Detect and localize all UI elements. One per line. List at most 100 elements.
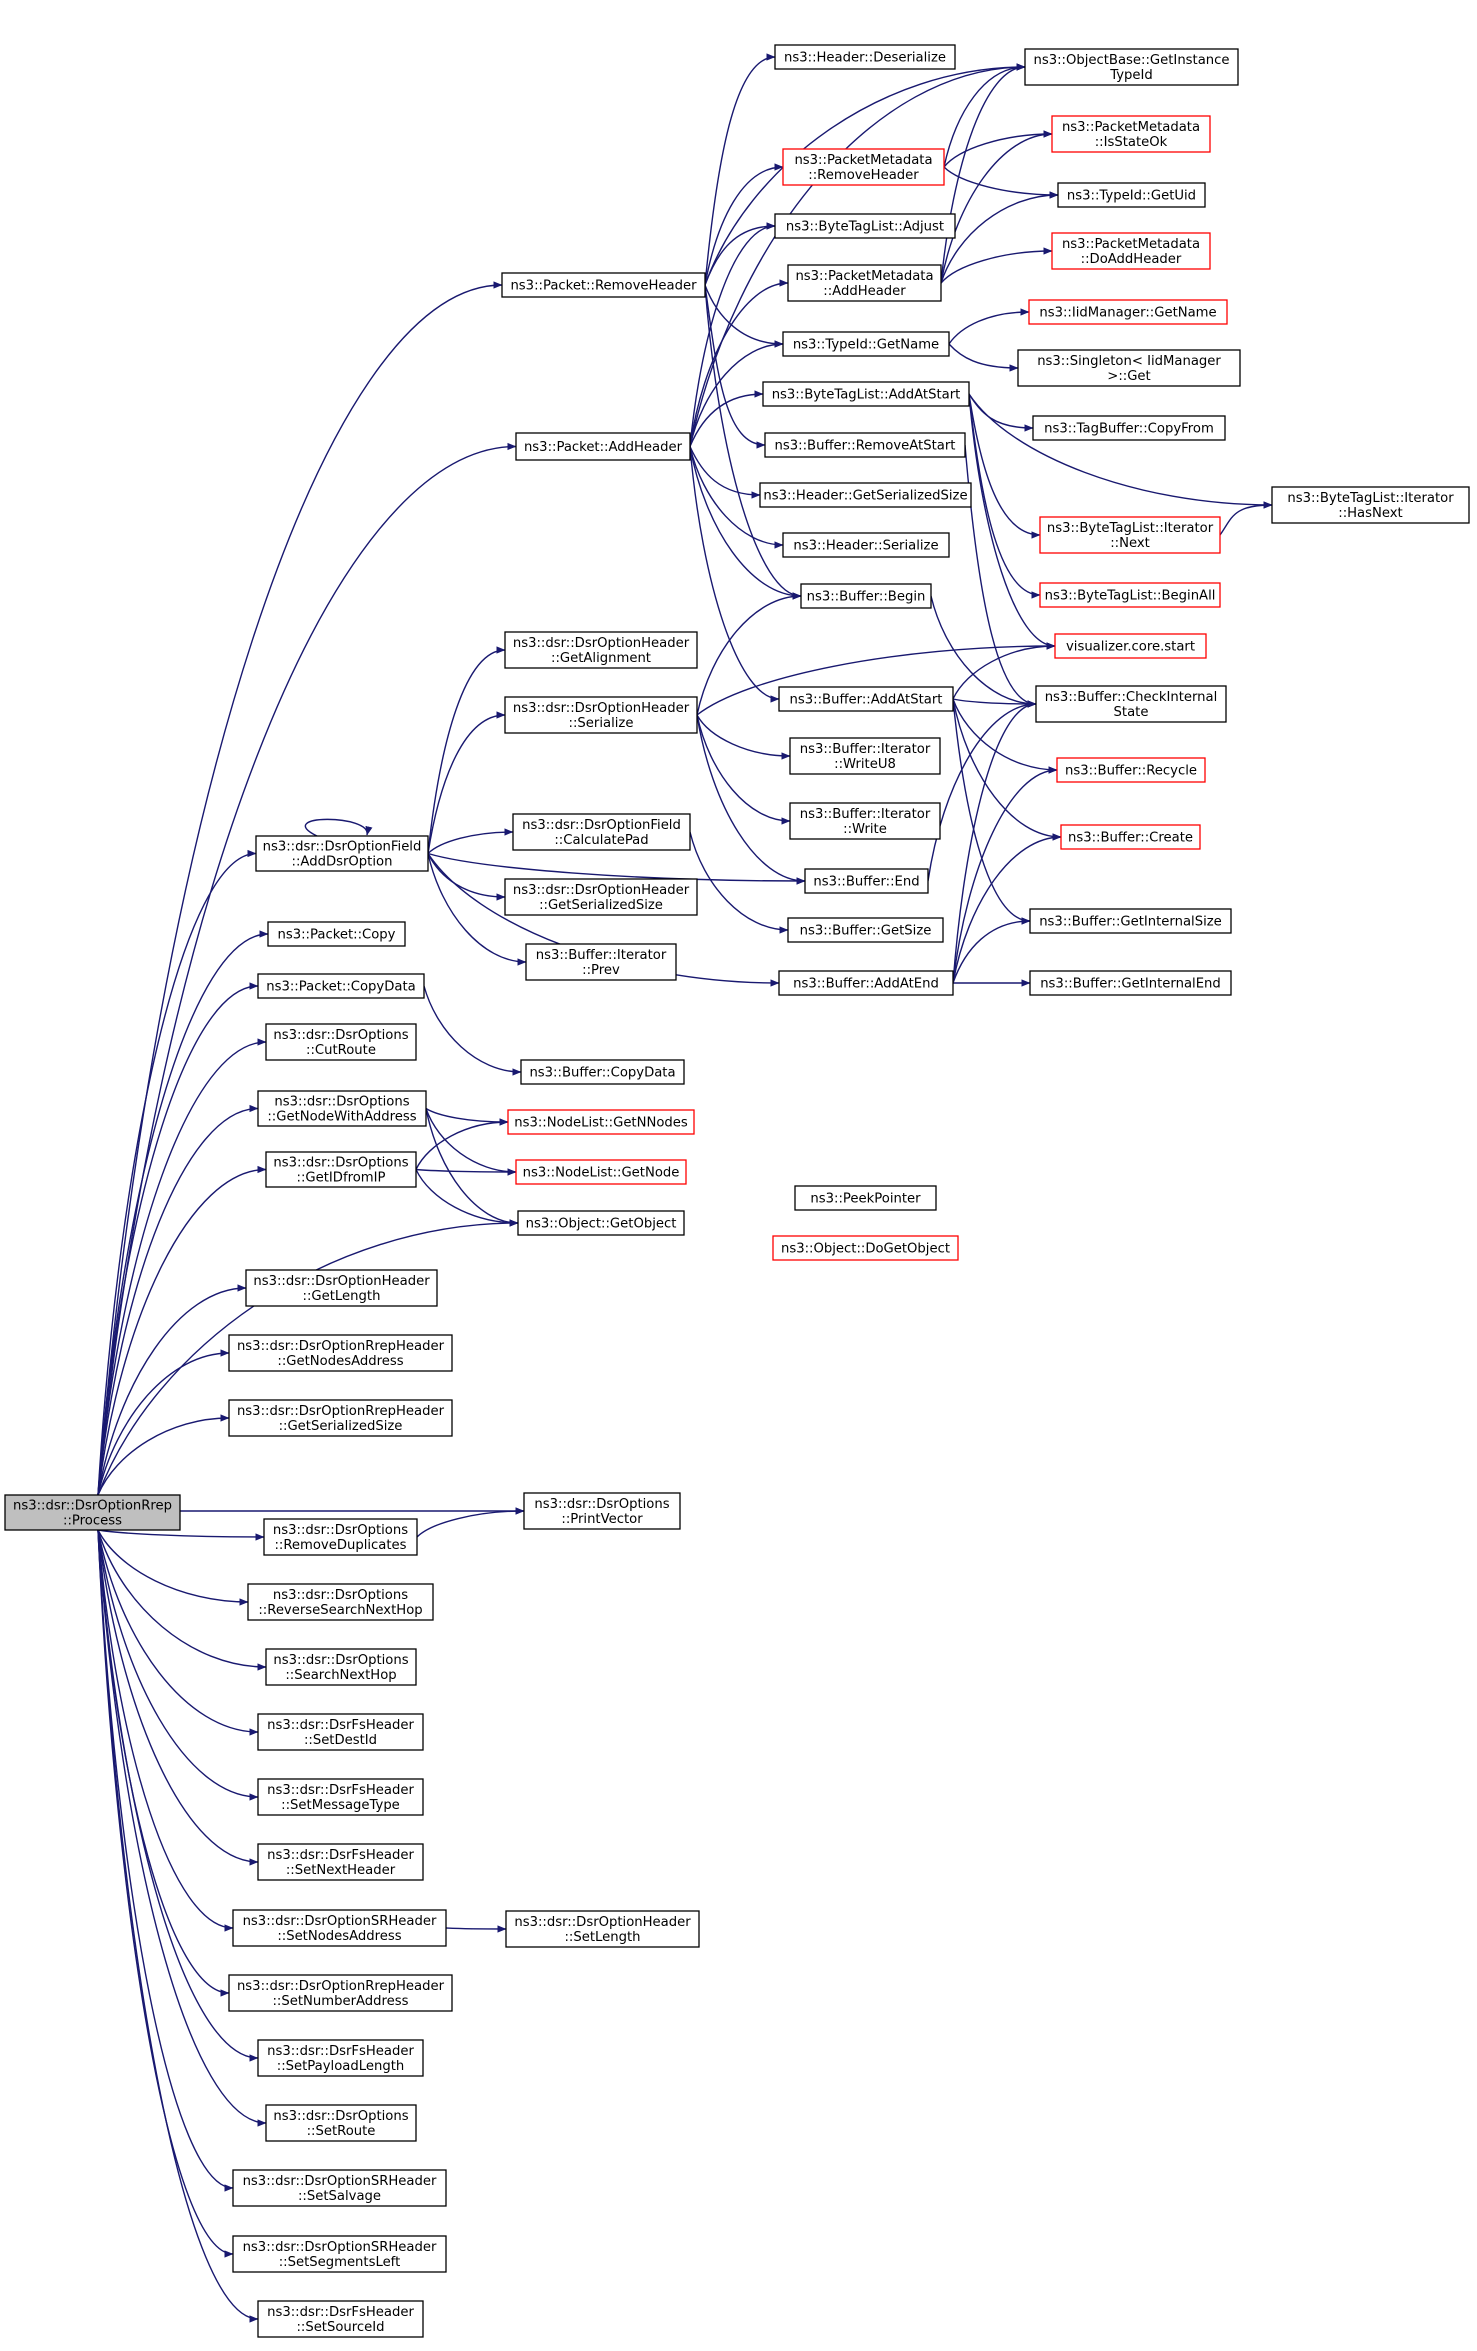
node-setSourceId[interactable]: ns3::dsr::DsrFsHeader::SetSourceId (257, 2300, 424, 2338)
node-bufAddAtEnd[interactable]: ns3::Buffer::AddAtEnd (778, 970, 954, 996)
node-pkt_copy[interactable]: ns3::Packet::Copy (267, 921, 406, 947)
node-getNodesAddress[interactable]: ns3::dsr::DsrOptionRrepHeader::GetNodesA… (228, 1334, 453, 1372)
node-objDoGetObject[interactable]: ns3::Object::DoGetObject (772, 1235, 959, 1261)
node-addDsrOption[interactable]: ns3::dsr::DsrOptionField::AddDsrOption (255, 835, 429, 872)
node-cutRoute[interactable]: ns3::dsr::DsrOptions::CutRoute (265, 1023, 417, 1061)
node-label-line: ::SetNumberAddress (272, 1994, 408, 2009)
node-setLength[interactable]: ns3::dsr::DsrOptionHeader::SetLength (505, 1910, 700, 1948)
node-vizStart[interactable]: visualizer.core.start (1054, 633, 1207, 659)
node-iidGetName[interactable]: ns3::IidManager::GetName (1028, 299, 1228, 325)
node-bufGetSize[interactable]: ns3::Buffer::GetSize (787, 917, 944, 943)
node-label-line: ns3::dsr::DsrOptions (273, 1523, 408, 1538)
edge-addDsrOption-to-dsrHdrSerialize (427, 711, 506, 854)
node-label-line: ns3::ByteTagList::Iterator (1287, 491, 1454, 506)
node-setMessageType[interactable]: ns3::dsr::DsrFsHeader::SetMessageType (257, 1778, 424, 1816)
node-bufCopyData[interactable]: ns3::Buffer::CopyData (520, 1059, 685, 1085)
node-searchNextHop[interactable]: ns3::dsr::DsrOptions::SearchNextHop (265, 1648, 417, 1686)
node-printVector[interactable]: ns3::dsr::DsrOptions::PrintVector (523, 1492, 681, 1530)
node-btlIterNext[interactable]: ns3::ByteTagList::Iterator::Next (1039, 516, 1221, 554)
node-btlIterHasNext[interactable]: ns3::ByteTagList::Iterator::HasNext (1271, 486, 1470, 524)
node-label-line: ::AddDsrOption (292, 855, 393, 870)
node-tagBufCopyFrom[interactable]: ns3::TagBuffer::CopyFrom (1032, 415, 1226, 441)
node-setNextHeader[interactable]: ns3::dsr::DsrFsHeader::SetNextHeader (257, 1843, 424, 1881)
node-bufRecycle[interactable]: ns3::Buffer::Recycle (1056, 757, 1206, 783)
node-box (525, 943, 677, 981)
node-bufBegin[interactable]: ns3::Buffer::Begin (800, 583, 932, 609)
node-bufIterWriteU8[interactable]: ns3::Buffer::Iterator::WriteU8 (789, 737, 941, 775)
node-btlAddAtStart[interactable]: ns3::ByteTagList::AddAtStart (762, 381, 970, 407)
node-box (787, 917, 944, 943)
node-setPayloadLength[interactable]: ns3::dsr::DsrFsHeader::SetPayloadLength (257, 2039, 424, 2077)
node-dsrHdrSerialize[interactable]: ns3::dsr::DsrOptionHeader::Serialize (504, 696, 698, 734)
node-nlGetNNodes[interactable]: ns3::NodeList::GetNNodes (507, 1109, 695, 1135)
node-reverseSearch[interactable]: ns3::dsr::DsrOptions::ReverseSearchNextH… (247, 1583, 434, 1621)
node-label-line: ns3::Packet::RemoveHeader (510, 279, 697, 294)
edge-btlAddAtStart-to-btlIterHasNext (968, 393, 1273, 509)
node-pmIsStateOk[interactable]: ns3::PacketMetadata::IsStateOk (1051, 115, 1211, 153)
node-removeDup[interactable]: ns3::dsr::DsrOptions::RemoveDuplicates (263, 1518, 418, 1556)
node-pmAddHeader[interactable]: ns3::PacketMetadata::AddHeader (787, 264, 942, 302)
node-label-line: ns3::dsr::DsrOptions (273, 1156, 408, 1171)
node-bufCreate[interactable]: ns3::Buffer::Create (1060, 824, 1201, 850)
node-pkt_removeheader[interactable]: ns3::Packet::RemoveHeader (501, 272, 706, 298)
node-label-line: ns3::dsr::DsrOptionField (263, 840, 422, 855)
node-nlGetNode[interactable]: ns3::NodeList::GetNode (515, 1159, 687, 1185)
node-hdrDeserialize[interactable]: ns3::Header::Deserialize (774, 44, 956, 70)
node-typeIdGetUid[interactable]: ns3::TypeId::GetUid (1057, 182, 1206, 208)
edge-pkt_removeheader-to-bufBegin (704, 284, 802, 600)
node-calcPad[interactable]: ns3::dsr::DsrOptionField::CalculatePad (512, 813, 691, 851)
node-getNodeWithAddr[interactable]: ns3::dsr::DsrOptions::GetNodeWithAddress (257, 1090, 427, 1127)
node-bufEnd[interactable]: ns3::Buffer::End (804, 868, 929, 894)
node-getLength[interactable]: ns3::dsr::DsrOptionHeader::GetLength (245, 1269, 438, 1307)
node-getIDfromIP[interactable]: ns3::dsr::DsrOptions::GetIDfromIP (265, 1151, 417, 1188)
node-pkt_addheader[interactable]: ns3::Packet::AddHeader (515, 432, 691, 461)
node-setDestId[interactable]: ns3::dsr::DsrFsHeader::SetDestId (257, 1713, 424, 1751)
node-hdrSerialize[interactable]: ns3::Header::Serialize (782, 532, 950, 558)
node-setNumberAddress[interactable]: ns3::dsr::DsrOptionRrepHeader::SetNumber… (228, 1974, 453, 2012)
node-label-line: ns3::NodeList::GetNode (523, 1166, 680, 1181)
node-setRoute[interactable]: ns3::dsr::DsrOptions::SetRoute (265, 2104, 417, 2142)
node-setNodesAddress[interactable]: ns3::dsr::DsrOptionSRHeader::SetNodesAdd… (232, 1909, 447, 1947)
node-label-line: ns3::dsr::DsrOptionHeader (513, 701, 690, 716)
node-bufAddAtStart[interactable]: ns3::Buffer::AddAtStart (778, 686, 954, 712)
node-bufGetInternalSize[interactable]: ns3::Buffer::GetInternalSize (1029, 908, 1232, 934)
node-objGetObject[interactable]: ns3::Object::GetObject (517, 1210, 685, 1236)
node-singletonGet[interactable]: ns3::Singleton< IidManager>::Get (1017, 349, 1241, 387)
node-pkt_copydata[interactable]: ns3::Packet::CopyData (257, 973, 425, 999)
node-btlAdjust[interactable]: ns3::ByteTagList::Adjust (774, 213, 956, 239)
node-rrepGetSerSize[interactable]: ns3::dsr::DsrOptionRrepHeader::GetSerial… (228, 1399, 453, 1437)
edge-btlAddAtStart-to-btlBeginAll (968, 393, 1041, 599)
node-pmRemoveHeader[interactable]: ns3::PacketMetadata::RemoveHeader (782, 148, 945, 186)
node-dsrHdrGetAlign[interactable]: ns3::dsr::DsrOptionHeader::GetAlignment (504, 631, 698, 669)
node-setSalvage[interactable]: ns3::dsr::DsrOptionSRHeader::SetSalvage (232, 2169, 447, 2207)
node-bufGetInternalEnd[interactable]: ns3::Buffer::GetInternalEnd (1029, 970, 1232, 996)
node-label-line: ns3::Buffer::GetSize (800, 924, 932, 939)
node-box (265, 1648, 417, 1686)
node-typeIdGetName[interactable]: ns3::TypeId::GetName (782, 331, 950, 357)
node-setSegmentsLeft[interactable]: ns3::dsr::DsrOptionSRHeader::SetSegments… (232, 2235, 447, 2273)
node-peekPointer[interactable]: ns3::PeekPointer (794, 1185, 937, 1211)
edge-btlAddAtStart-to-vizStart (968, 393, 1056, 650)
node-label-line: ::PrintVector (561, 1512, 643, 1527)
node-box (257, 973, 425, 999)
node-hdrGetSerSize[interactable]: ns3::Header::GetSerializedSize (759, 482, 972, 508)
node-bufIterPrev[interactable]: ns3::Buffer::Iterator::Prev (525, 943, 677, 981)
edge-pkt_removeheader-to-hdrDeserialize (704, 53, 776, 286)
node-dsrHdrGetSerSize[interactable]: ns3::dsr::DsrOptionHeader::GetSerialized… (504, 878, 698, 916)
edge-root-to-searchNextHop (97, 1529, 267, 1671)
node-btlBeginAll[interactable]: ns3::ByteTagList::BeginAll (1039, 582, 1221, 608)
node-label-line: ns3::TypeId::GetName (793, 338, 939, 353)
node-box (228, 1399, 453, 1437)
node-label-line: ns3::dsr::DsrOptions (273, 2109, 408, 2124)
edge-getNodeWithAddr-to-objGetObject (425, 1108, 519, 1227)
node-box (759, 482, 972, 508)
node-pmDoAddHeader[interactable]: ns3::PacketMetadata::DoAddHeader (1051, 232, 1211, 270)
node-label-line: ns3::Buffer::AddAtStart (790, 693, 943, 708)
node-bufIterWrite[interactable]: ns3::Buffer::Iterator::Write (789, 802, 941, 840)
node-root[interactable]: ns3::dsr::DsrOptionRrep::Process (4, 1494, 181, 1531)
node-bufRemoveAtStart[interactable]: ns3::Buffer::RemoveAtStart (764, 432, 966, 458)
node-box (774, 44, 956, 70)
